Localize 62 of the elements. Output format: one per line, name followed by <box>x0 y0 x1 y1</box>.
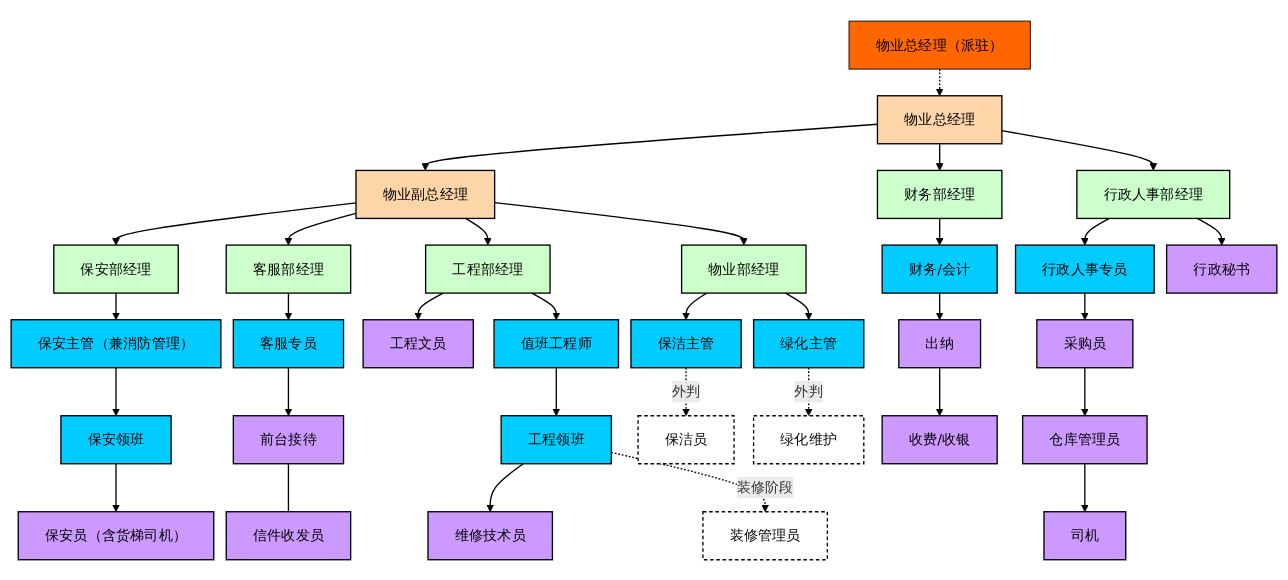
edge-label: 装修阶段 <box>736 478 794 496</box>
arrow <box>1196 217 1226 246</box>
node-box: 装修管理员 <box>702 510 829 560</box>
node-box: 值班工程师 <box>493 318 620 368</box>
node-box: 前台接待 <box>232 414 345 464</box>
arrow <box>112 366 120 416</box>
arrow <box>1080 217 1110 246</box>
node-box: 物业副总经理 <box>355 169 496 219</box>
arrow <box>935 217 944 246</box>
node-box: 司机 <box>1043 510 1127 560</box>
edge-label: 外判 <box>671 382 701 400</box>
node-box: 行政人事专员 <box>1014 244 1155 294</box>
arrow <box>464 217 492 246</box>
node-box: 客服部经理 <box>225 244 352 294</box>
node-box: 工程部经理 <box>424 244 551 294</box>
arrow <box>112 292 120 320</box>
node-box: 绿化维护 <box>752 414 865 464</box>
node-box: 收费/收银 <box>881 414 998 464</box>
node-box: 保洁员 <box>637 414 735 464</box>
node-box: 保洁主管 <box>630 318 742 368</box>
arrow <box>414 292 444 320</box>
node-box: 财务部经理 <box>876 169 1003 219</box>
node-box: 工程领班 <box>500 414 613 464</box>
arrow <box>284 366 293 416</box>
arrow <box>112 201 357 246</box>
node-box: 客服专员 <box>232 318 345 368</box>
arrow <box>486 462 524 512</box>
node-box: 行政秘书 <box>1165 244 1278 294</box>
arrow <box>935 142 944 171</box>
arrow <box>1001 129 1158 171</box>
arrow <box>494 201 748 246</box>
node-box: 维修技术员 <box>427 510 554 560</box>
node-box: 绿化主管 <box>752 318 865 368</box>
edge-label: 外判 <box>794 382 823 400</box>
arrow <box>284 212 357 246</box>
node-box: 工程文员 <box>362 318 474 368</box>
node-box: 保安领班 <box>60 414 172 464</box>
arrow <box>1080 292 1089 320</box>
node-box: 物业总经理 <box>876 94 1003 144</box>
node-box: 保安部经理 <box>53 244 179 294</box>
node-box: 保安主管（兼消防管理） <box>10 318 222 368</box>
arrow <box>682 292 708 320</box>
node-box: 信件收发员 <box>225 510 352 560</box>
node-box: 物业部经理 <box>680 244 807 294</box>
connector <box>287 462 290 512</box>
arrow <box>1080 462 1089 512</box>
arrow <box>112 462 120 512</box>
arrow <box>531 292 561 320</box>
node-box: 仓库管理员 <box>1022 414 1148 464</box>
arrow <box>935 366 944 416</box>
arrow <box>935 68 944 96</box>
arrow <box>552 366 561 416</box>
node-box: 行政人事部经理 <box>1076 169 1231 219</box>
node-box: 采购员 <box>1036 318 1134 368</box>
node-box: 物业总经理（派驻） <box>848 20 1031 70</box>
node-box: 财务/会计 <box>881 244 998 294</box>
node-box: 保安员（含货梯司机） <box>17 510 215 560</box>
arrow <box>1080 366 1089 416</box>
arrow <box>784 292 813 320</box>
arrow <box>935 292 944 320</box>
arrow <box>284 292 293 320</box>
node-box: 出纳 <box>898 318 982 368</box>
